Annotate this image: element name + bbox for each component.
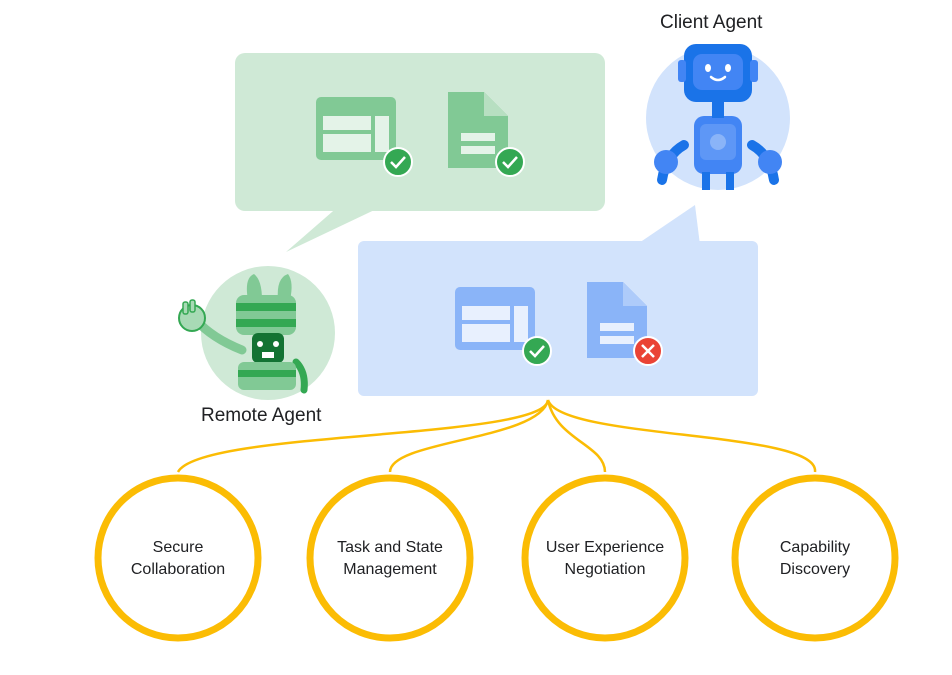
capability-line-2: Negotiation — [564, 561, 646, 578]
capability-circles — [94, 474, 899, 642]
remote-agent-bubble — [235, 53, 605, 252]
client-agent-bubble — [358, 205, 758, 396]
capability-label-user-experience-negotiation: User Experience Negotiation — [530, 537, 680, 581]
capability-line-1: Capability — [779, 539, 851, 556]
layout-icon — [455, 287, 535, 350]
connector-lines — [176, 399, 817, 473]
remote-agent-label: Remote Agent — [201, 405, 322, 426]
capability-label-capability-discovery: Capability Discovery — [740, 537, 890, 581]
capability-line-2: Discovery — [779, 561, 851, 578]
capability-line-1: Secure — [152, 539, 204, 556]
capability-line-1: Task and State — [337, 539, 443, 556]
client-agent-robot — [646, 44, 790, 190]
check-icon — [495, 147, 525, 177]
document-icon — [448, 92, 508, 168]
capability-label-secure-collaboration: Secure Collaboration — [103, 537, 253, 581]
capability-label-task-state-management: Task and State Management — [315, 537, 465, 581]
layout-icon — [316, 97, 396, 160]
error-icon — [633, 336, 663, 366]
capability-circle — [306, 474, 474, 642]
capability-circle — [731, 474, 899, 642]
capability-circle — [94, 474, 262, 642]
capability-line-2: Management — [343, 561, 437, 578]
remote-agent-robot — [178, 266, 335, 400]
check-icon — [522, 336, 552, 366]
check-icon — [383, 147, 413, 177]
document-icon — [587, 282, 647, 358]
client-agent-label: Client Agent — [660, 12, 763, 33]
capability-line-1: User Experience — [545, 539, 665, 556]
capability-circle — [521, 474, 689, 642]
capability-line-2: Collaboration — [130, 561, 226, 578]
